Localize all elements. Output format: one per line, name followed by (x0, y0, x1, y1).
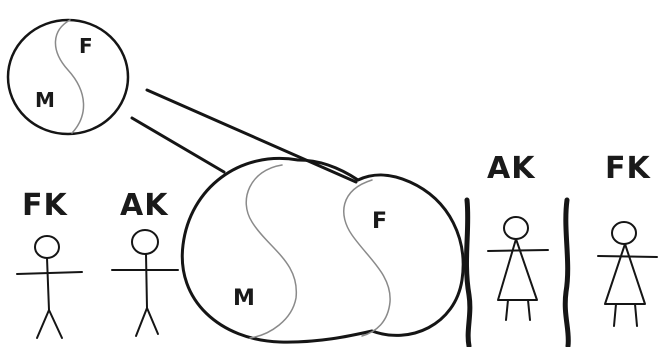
small-circle-top-label: F (79, 34, 94, 58)
stick-figure-fk: FK (17, 188, 82, 338)
small-circle-bottom-label: M (35, 88, 56, 112)
small-yin-yang-circle: F M (8, 20, 128, 134)
big-yin-yang-circle: M F (182, 158, 463, 342)
figure-label: AK (120, 188, 169, 223)
dress-figure-fk: FK (598, 151, 657, 326)
stick-figure-ak: AK (112, 188, 178, 336)
figure-label: FK (605, 151, 651, 186)
big-circle-right-label: F (372, 209, 388, 234)
dress-figure-ak: AK (487, 151, 548, 320)
figure-label: FK (22, 188, 68, 223)
figure-label: AK (487, 151, 536, 186)
divider-bars (466, 200, 568, 346)
big-circle-left-label: M (233, 286, 256, 311)
connector-lines (132, 90, 356, 182)
